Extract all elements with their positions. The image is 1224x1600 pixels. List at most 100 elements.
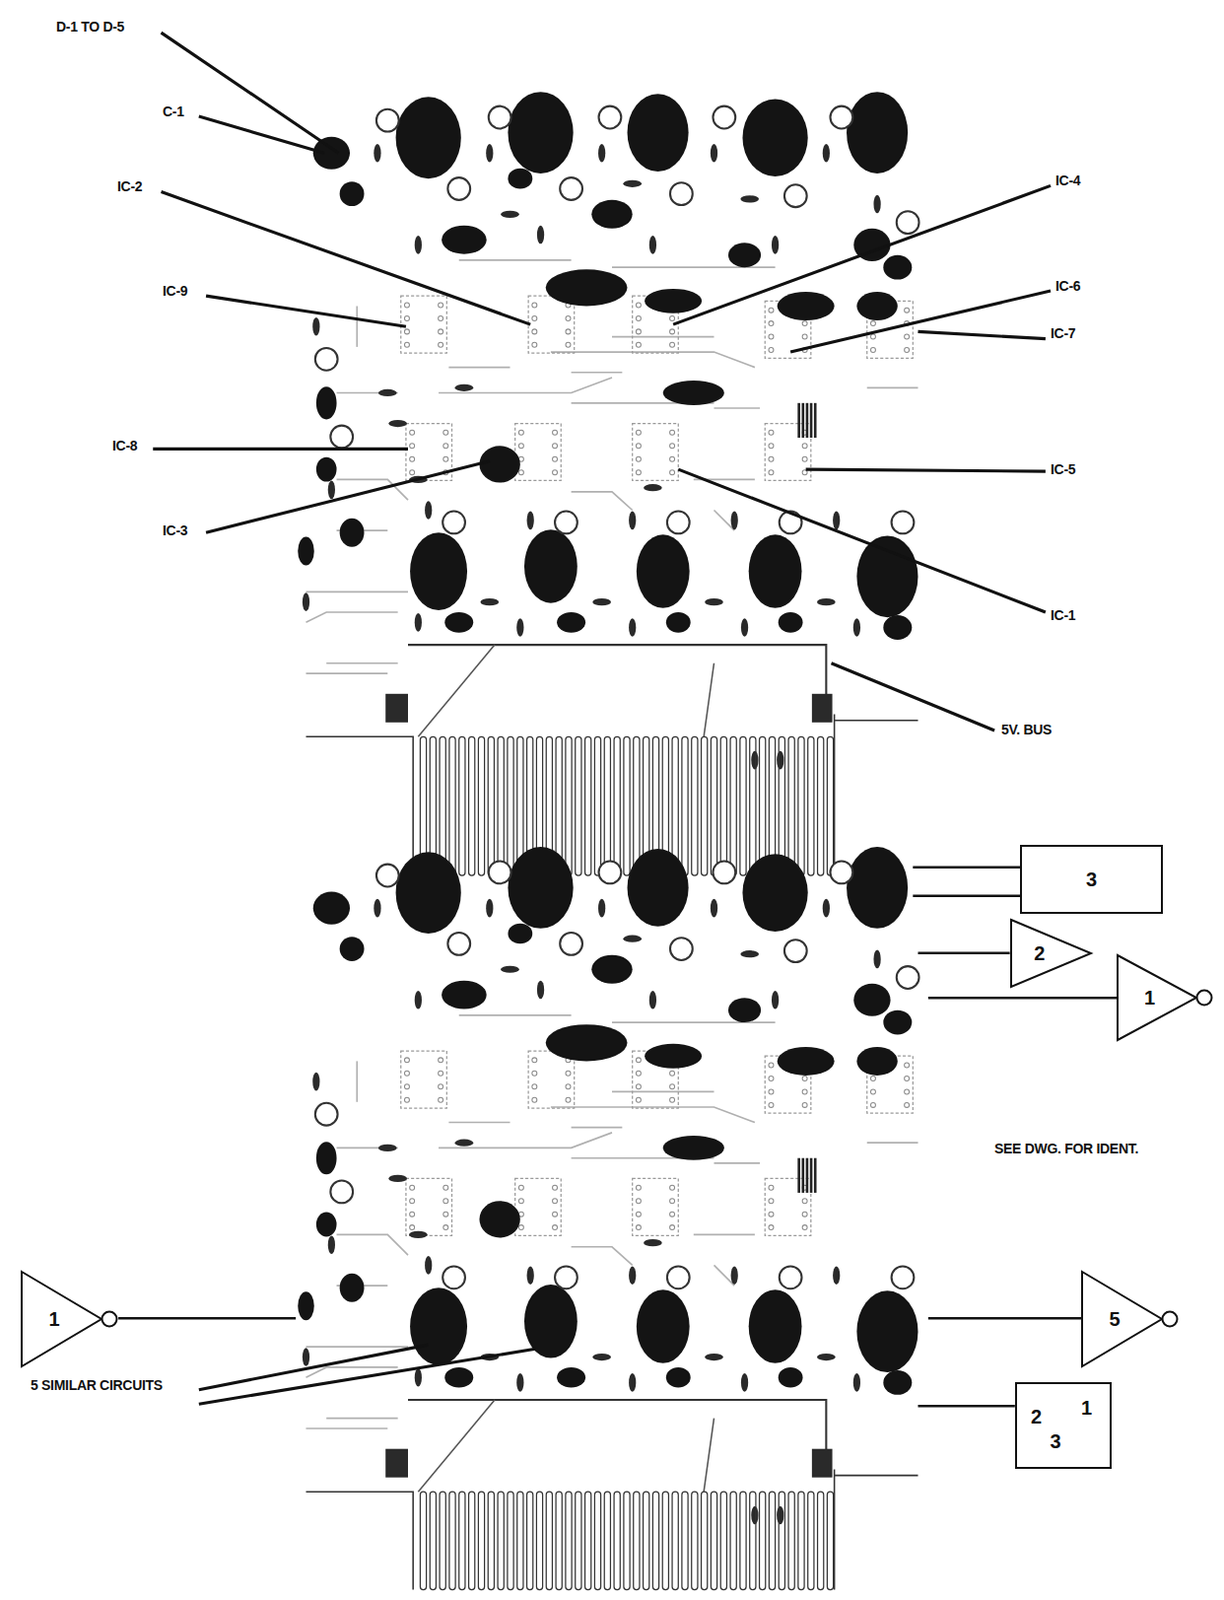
resistor-symbol: [328, 1234, 336, 1254]
ic-pin: [635, 429, 641, 435]
dark-component: [556, 612, 586, 633]
dark-component: [297, 1291, 315, 1320]
dark-component: [856, 1290, 918, 1372]
resistor-symbol: [873, 950, 881, 969]
dark-component: [441, 980, 487, 1010]
ic-pin: [768, 347, 774, 353]
dark-component: [666, 1366, 691, 1388]
edge-finger: [691, 736, 698, 876]
box-outline: [1020, 845, 1162, 913]
edge-finger: [652, 1491, 659, 1589]
triangle-outline: [1011, 919, 1091, 987]
part-label: IC-2: [117, 179, 142, 195]
edge-finger: [497, 1491, 504, 1589]
small-component: [385, 1448, 408, 1478]
edge-finger: [545, 1491, 552, 1589]
ic-pin: [552, 429, 558, 435]
ic-pin: [670, 1070, 676, 1076]
edge-finger: [681, 736, 688, 876]
ic-pin: [635, 341, 641, 347]
resistor-symbol: [408, 1230, 428, 1238]
resistor-symbol: [771, 990, 779, 1010]
ic-pin: [904, 1062, 910, 1068]
part-label: IC-4: [1055, 173, 1081, 189]
circuit-trace: [459, 259, 572, 262]
ic-pin: [443, 429, 449, 435]
resistor-symbol: [649, 235, 657, 255]
edge-finger: [730, 736, 737, 876]
node-outline: [20, 1270, 120, 1367]
resistor-symbol: [500, 965, 520, 973]
edge-finger: [469, 736, 476, 876]
edge-finger: [826, 736, 833, 876]
resistor-symbol: [388, 1174, 408, 1182]
resistor-symbol: [832, 1265, 840, 1285]
resistor-symbol: [741, 617, 748, 637]
dark-component: [728, 997, 761, 1022]
ic-pin: [518, 470, 524, 476]
circuit-trace: [703, 1418, 714, 1493]
ic-pin: [904, 1076, 910, 1082]
ic-pin: [532, 329, 538, 335]
ic-pin: [404, 1057, 409, 1063]
ic-pin: [904, 1101, 910, 1107]
ic-pin: [552, 443, 558, 449]
dark-component: [748, 1289, 803, 1363]
resistor-symbol: [853, 1372, 861, 1392]
edge-finger: [419, 1491, 426, 1589]
ic-pin: [802, 443, 808, 449]
circuit-trace: [306, 672, 389, 675]
edge-finger: [740, 736, 747, 876]
transistor-can: [376, 864, 400, 887]
ic-pin: [768, 1088, 774, 1094]
dark-component: [524, 1284, 578, 1359]
edge-finger: [555, 1491, 562, 1589]
ic-pin: [532, 1070, 538, 1076]
edge-finger: [594, 736, 601, 876]
resistor-symbol: [455, 1139, 475, 1147]
transistor-can: [559, 932, 583, 955]
ic-pin: [552, 1211, 558, 1217]
dark-component: [748, 534, 803, 609]
ic-package: [515, 423, 562, 481]
ic-pin: [409, 443, 415, 449]
dark-component: [396, 96, 462, 179]
ic-pin: [802, 1088, 808, 1094]
resistor-symbol: [628, 1372, 636, 1392]
edge-finger: [594, 1491, 601, 1589]
leader-line: [205, 461, 490, 533]
leader-line: [205, 295, 407, 327]
resistor-symbol: [622, 935, 642, 943]
ic-pin: [870, 334, 876, 340]
leader-line: [790, 290, 1051, 352]
dark-component: [846, 846, 908, 929]
ic-pin: [635, 1211, 641, 1217]
edge-finger: [710, 736, 717, 876]
transistor-can: [670, 182, 693, 205]
edge-finger: [672, 1491, 679, 1589]
callout-number: 3: [1050, 1430, 1062, 1451]
ic-pin: [552, 456, 558, 462]
ic-pin: [635, 1084, 641, 1089]
transistor-can: [784, 184, 808, 207]
resistor-symbol: [741, 1372, 748, 1392]
ic-pin: [670, 443, 676, 449]
ic-pin: [904, 1088, 910, 1094]
ic-pin: [404, 1096, 409, 1102]
edge-finger: [759, 1491, 766, 1589]
ic-pin: [670, 1084, 676, 1089]
dark-component: [313, 136, 350, 170]
edge-finger: [691, 1491, 698, 1589]
edge-finger: [701, 736, 708, 876]
ic-pin: [552, 1184, 558, 1190]
ic-pin: [438, 341, 444, 347]
dark-component: [409, 532, 468, 611]
ic-pin: [670, 456, 676, 462]
edge-finger: [613, 1491, 620, 1589]
circuit-trace: [337, 1233, 408, 1255]
resistor-symbol: [516, 617, 524, 637]
resistor-symbol: [776, 750, 784, 770]
ic-pin: [518, 1184, 524, 1190]
circuit-trace: [612, 1020, 776, 1023]
callout-box: 213: [1015, 1381, 1112, 1469]
